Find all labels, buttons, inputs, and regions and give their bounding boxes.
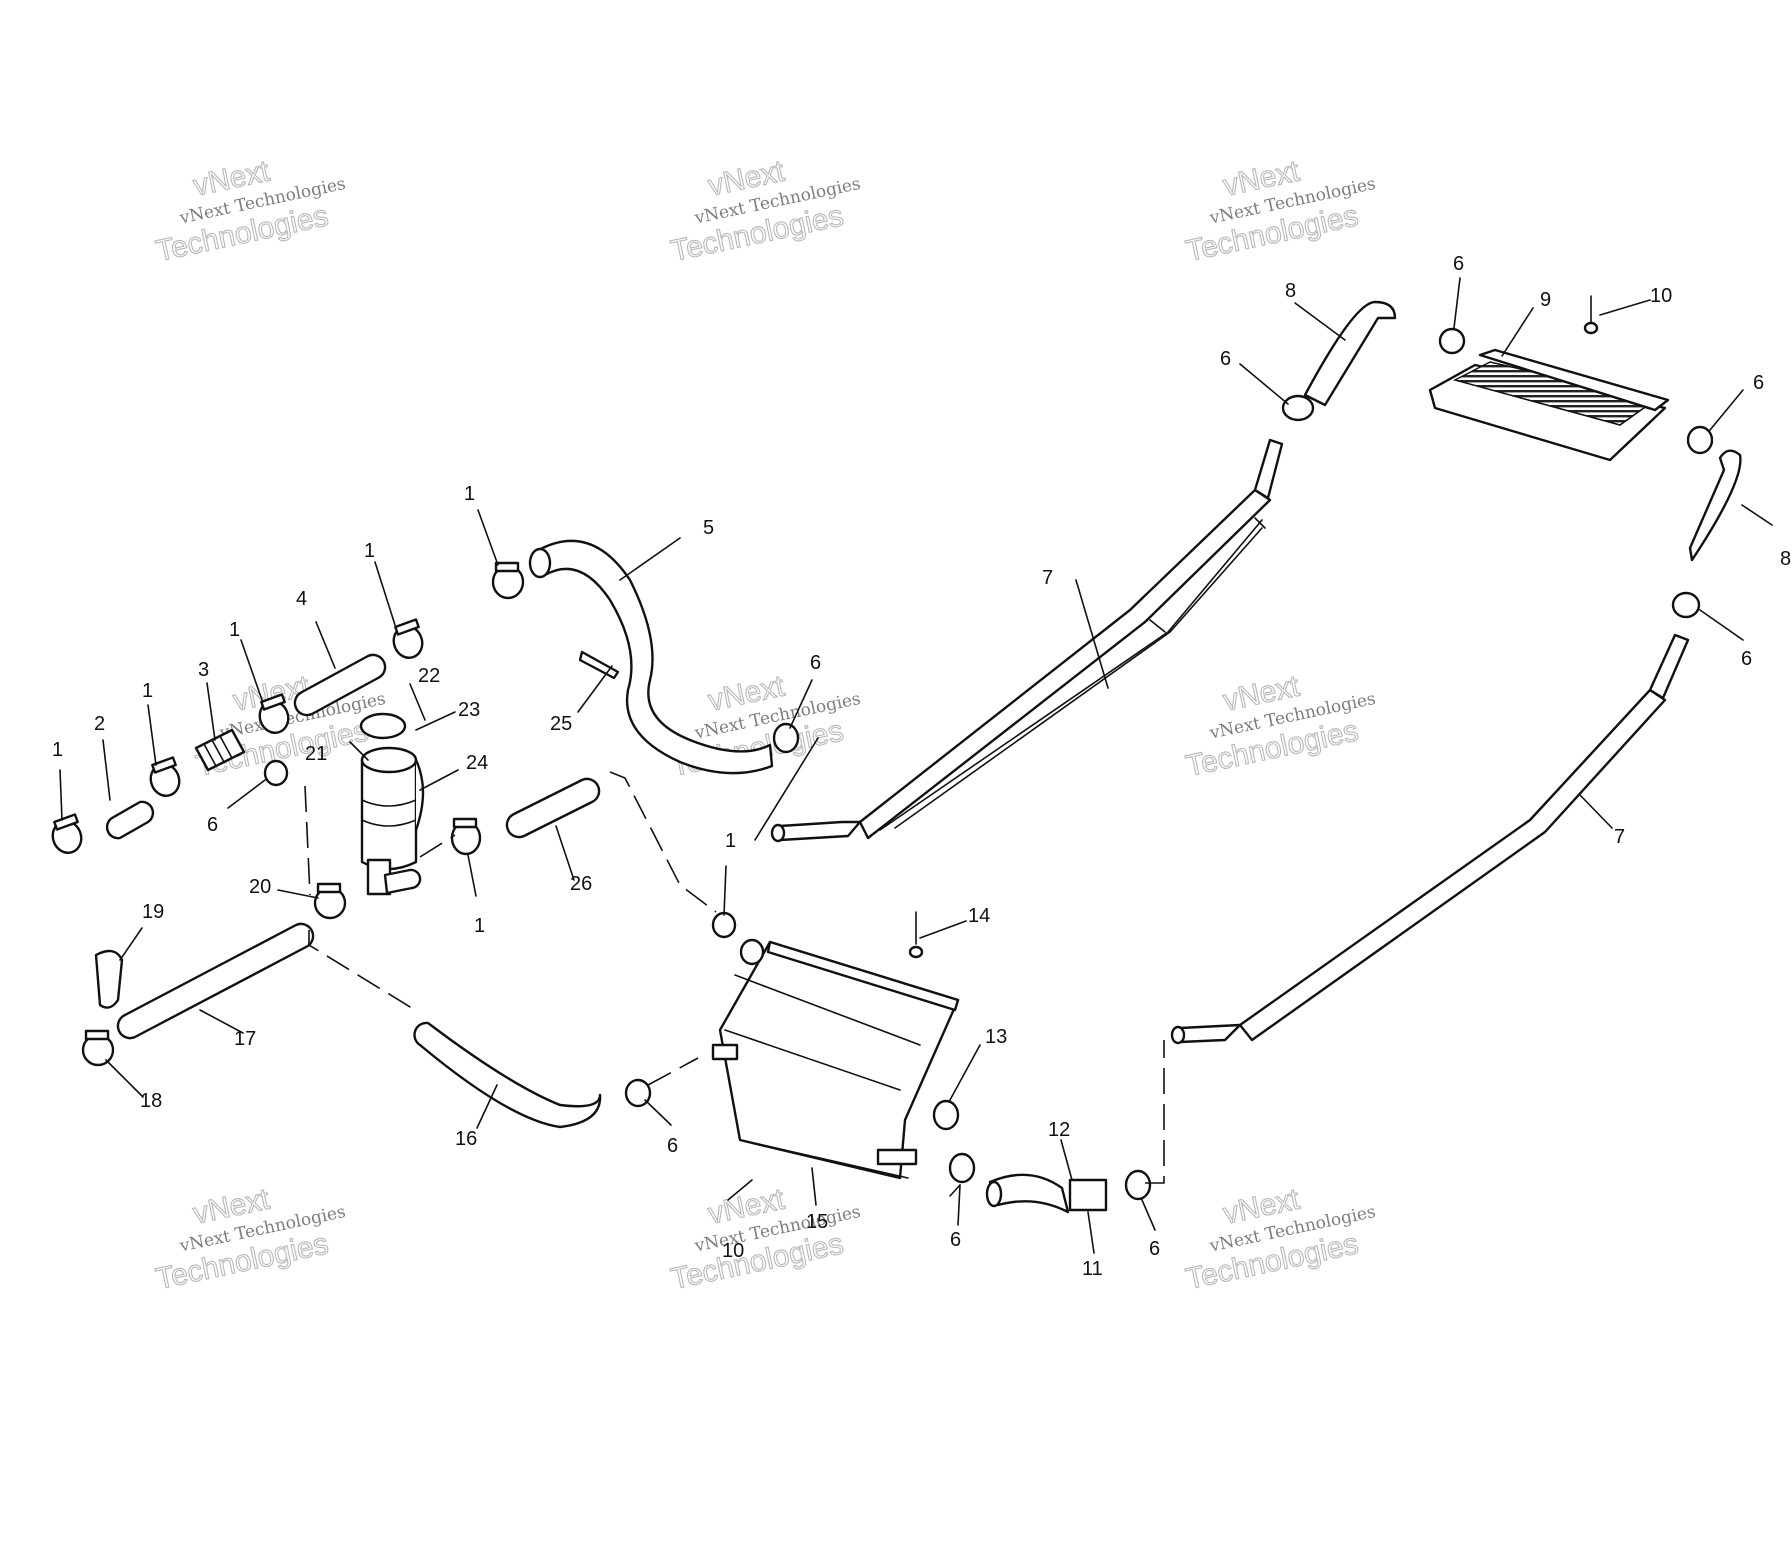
- callout-15: 15: [806, 1211, 828, 1233]
- clip-19: [94, 949, 124, 1009]
- watermark: vNext vNext Technologies Technologies: [1183, 1182, 1378, 1297]
- screw-14: [908, 911, 924, 959]
- watermark: vNext vNext Technologies Technologies: [668, 154, 863, 269]
- callout-23: 23: [458, 699, 480, 721]
- callout-1: 1: [52, 739, 63, 761]
- callout-6: 6: [810, 652, 821, 674]
- hose-8: [1688, 449, 1742, 562]
- callout-6: 6: [1220, 348, 1231, 370]
- callout-2: 2: [94, 713, 105, 735]
- callout-22: 22: [418, 665, 440, 687]
- hose-clamp: [624, 1078, 652, 1108]
- heat-exchanger-15: [711, 938, 960, 1180]
- callout-9: 9: [1540, 289, 1551, 311]
- callout-25: 25: [550, 713, 572, 735]
- callout-10: 10: [722, 1240, 744, 1262]
- fitting-3: [194, 728, 246, 772]
- callout-4: 4: [296, 588, 307, 610]
- hose-16: [413, 1021, 602, 1129]
- callout-11: 11: [1082, 1258, 1103, 1280]
- callout-26: 26: [570, 873, 592, 895]
- callout-19: 19: [142, 901, 164, 923]
- callout-6: 6: [207, 814, 218, 836]
- callout-6: 6: [667, 1135, 678, 1157]
- hose-2: [105, 800, 155, 840]
- callout-24: 24: [466, 752, 488, 774]
- callout-7: 7: [1614, 826, 1625, 848]
- leader-lines: [59, 277, 1773, 1254]
- callout-13: 13: [985, 1026, 1007, 1048]
- callout-7: 7: [1042, 567, 1053, 589]
- callout-1: 1: [464, 483, 475, 505]
- coolant-reservoir-21: [359, 712, 425, 896]
- callout-labels: 1 2 1 3 1 4 1 1 5 6 21 22 23 24 26 20 1 …: [52, 253, 1791, 1280]
- callout-1: 1: [725, 830, 736, 852]
- callout-8: 8: [1285, 280, 1296, 302]
- callout-6: 6: [950, 1229, 961, 1251]
- watermark: vNext vNext Technologies Technologies: [153, 1182, 348, 1297]
- cooler-7-upper: [770, 438, 1284, 843]
- reservoir-cap-23: [359, 712, 407, 740]
- hose-clamp: [313, 882, 347, 920]
- strap-24: [414, 758, 425, 832]
- hose-clamp: [711, 911, 737, 939]
- hose-clamp: [149, 756, 181, 797]
- callout-21: 21: [305, 743, 327, 765]
- clamp-13: [932, 1099, 960, 1131]
- callout-6: 6: [1741, 648, 1752, 670]
- cooler-7-lower: [1170, 633, 1690, 1045]
- hose-clamp: [1124, 1169, 1152, 1201]
- connection-lines: [304, 517, 1266, 1184]
- hose-8: [1303, 300, 1397, 407]
- hose-clamp: [450, 817, 482, 856]
- callout-1: 1: [364, 540, 375, 562]
- hose-clamp: [51, 813, 83, 854]
- radiator-9: [1428, 348, 1670, 462]
- callout-5: 5: [703, 517, 714, 539]
- watermark: vNext vNext Technologies Technologies: [153, 154, 348, 269]
- callout-1: 1: [474, 915, 485, 937]
- callout-18: 18: [140, 1090, 162, 1112]
- callout-8: 8: [1780, 548, 1791, 570]
- hose-26: [505, 777, 601, 839]
- watermark: vNext vNext Technologies Technologies: [1183, 154, 1378, 269]
- bellows-11: [1068, 1178, 1108, 1212]
- callout-12: 12: [1048, 1119, 1070, 1141]
- hose-clamp: [392, 618, 424, 659]
- callout-1: 1: [142, 680, 153, 702]
- hose-clamp: [81, 1029, 115, 1067]
- hose-clamp: [1686, 425, 1714, 455]
- hose-clamp: [1671, 591, 1701, 619]
- callout-16: 16: [455, 1128, 477, 1150]
- callout-6: 6: [1453, 253, 1464, 275]
- hose-clamp: [258, 693, 290, 734]
- callout-3: 3: [198, 659, 209, 681]
- hose-clamp: [263, 759, 289, 787]
- elbow-12: [985, 1173, 1070, 1214]
- hose-17: [116, 922, 315, 1040]
- watermark: vNext vNext Technologies Technologies: [1183, 669, 1378, 784]
- hose-clamp: [491, 561, 525, 600]
- callout-17: 17: [234, 1028, 256, 1050]
- hose-clamp: [948, 1152, 976, 1184]
- watermark: vNext vNext Technologies Technologies: [668, 1182, 863, 1297]
- hose-4: [293, 653, 387, 717]
- callout-20: 20: [249, 876, 271, 898]
- hose-clamp: [772, 722, 800, 754]
- screw-10: [727, 1179, 753, 1201]
- callout-14: 14: [968, 905, 990, 927]
- bolt-10: [1583, 295, 1599, 335]
- callout-6: 6: [1149, 1238, 1160, 1260]
- callout-6: 6: [1753, 372, 1764, 394]
- hose-clamp: [1281, 394, 1315, 422]
- hose-5: [528, 539, 774, 775]
- hose-clamp: [1438, 327, 1466, 355]
- callout-10: 10: [1650, 285, 1672, 307]
- tie-25: [578, 650, 620, 680]
- callout-1: 1: [229, 619, 240, 641]
